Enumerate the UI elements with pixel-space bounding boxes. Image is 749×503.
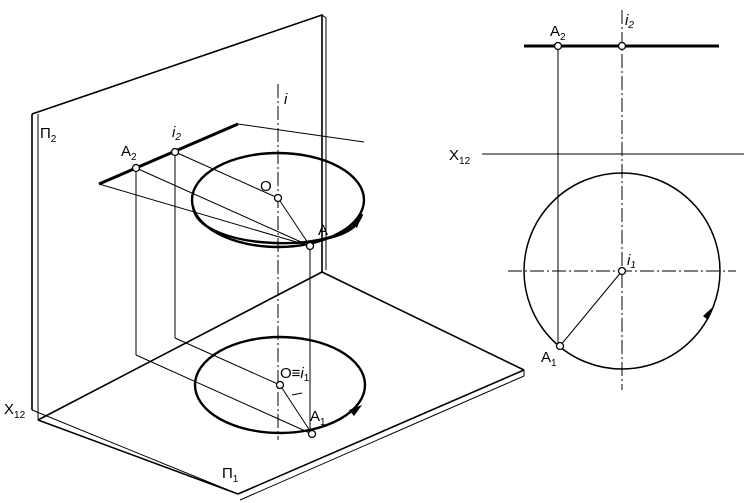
point-a2: [131, 163, 141, 173]
label-a2-right: A2: [550, 23, 566, 43]
label-i2: i2: [172, 124, 181, 143]
label-a1: A1: [310, 408, 326, 428]
label-plane-p1: П1: [222, 465, 239, 485]
horizontal-plane-p1: [31, 271, 525, 501]
label-a: A: [318, 222, 328, 239]
a2-projection-line: [98, 122, 239, 186]
label-i2-right: i2: [625, 12, 634, 31]
point-o-i1: [275, 380, 285, 390]
label-axis-x12-right: X12: [449, 147, 471, 167]
point-i1-right: [617, 266, 627, 276]
radius-i1-a1: [559, 270, 623, 347]
lower-direction-arrow-icon: [349, 405, 362, 416]
label-i1-right: i1: [627, 252, 636, 271]
upper-rotation-circle: [190, 151, 366, 249]
label-plane-p2: П2: [40, 125, 57, 145]
rotation-circle: [523, 172, 721, 370]
label-a2: A2: [121, 143, 137, 163]
point-i2: [170, 147, 180, 157]
rotation-direction-arrow-icon: [703, 306, 714, 320]
point-a1: [307, 429, 317, 439]
orthographic-view: A2 i2 X12 i1 A1: [449, 10, 744, 390]
label-o: O: [260, 178, 272, 195]
point-a: [305, 241, 315, 251]
label-o-eq-i1: O≡i1: [280, 365, 310, 384]
point-i2-right: [617, 41, 627, 51]
axonometric-view: П2 П1 X12 i i2 A2 O A O≡i1 A1: [4, 13, 525, 501]
point-a1-right: [555, 341, 565, 351]
point-o: [273, 193, 283, 203]
label-axis-x12: X12: [4, 401, 26, 421]
point-a2-right: [553, 41, 563, 51]
label-axis-i: i: [284, 91, 288, 108]
lower-rotation-circle: [193, 335, 367, 435]
vertical-plane-p2: [31, 13, 327, 420]
construction-lines: [98, 123, 365, 435]
upper-direction-arrow-icon: [352, 214, 362, 228]
label-a1-right: A1: [541, 349, 557, 369]
